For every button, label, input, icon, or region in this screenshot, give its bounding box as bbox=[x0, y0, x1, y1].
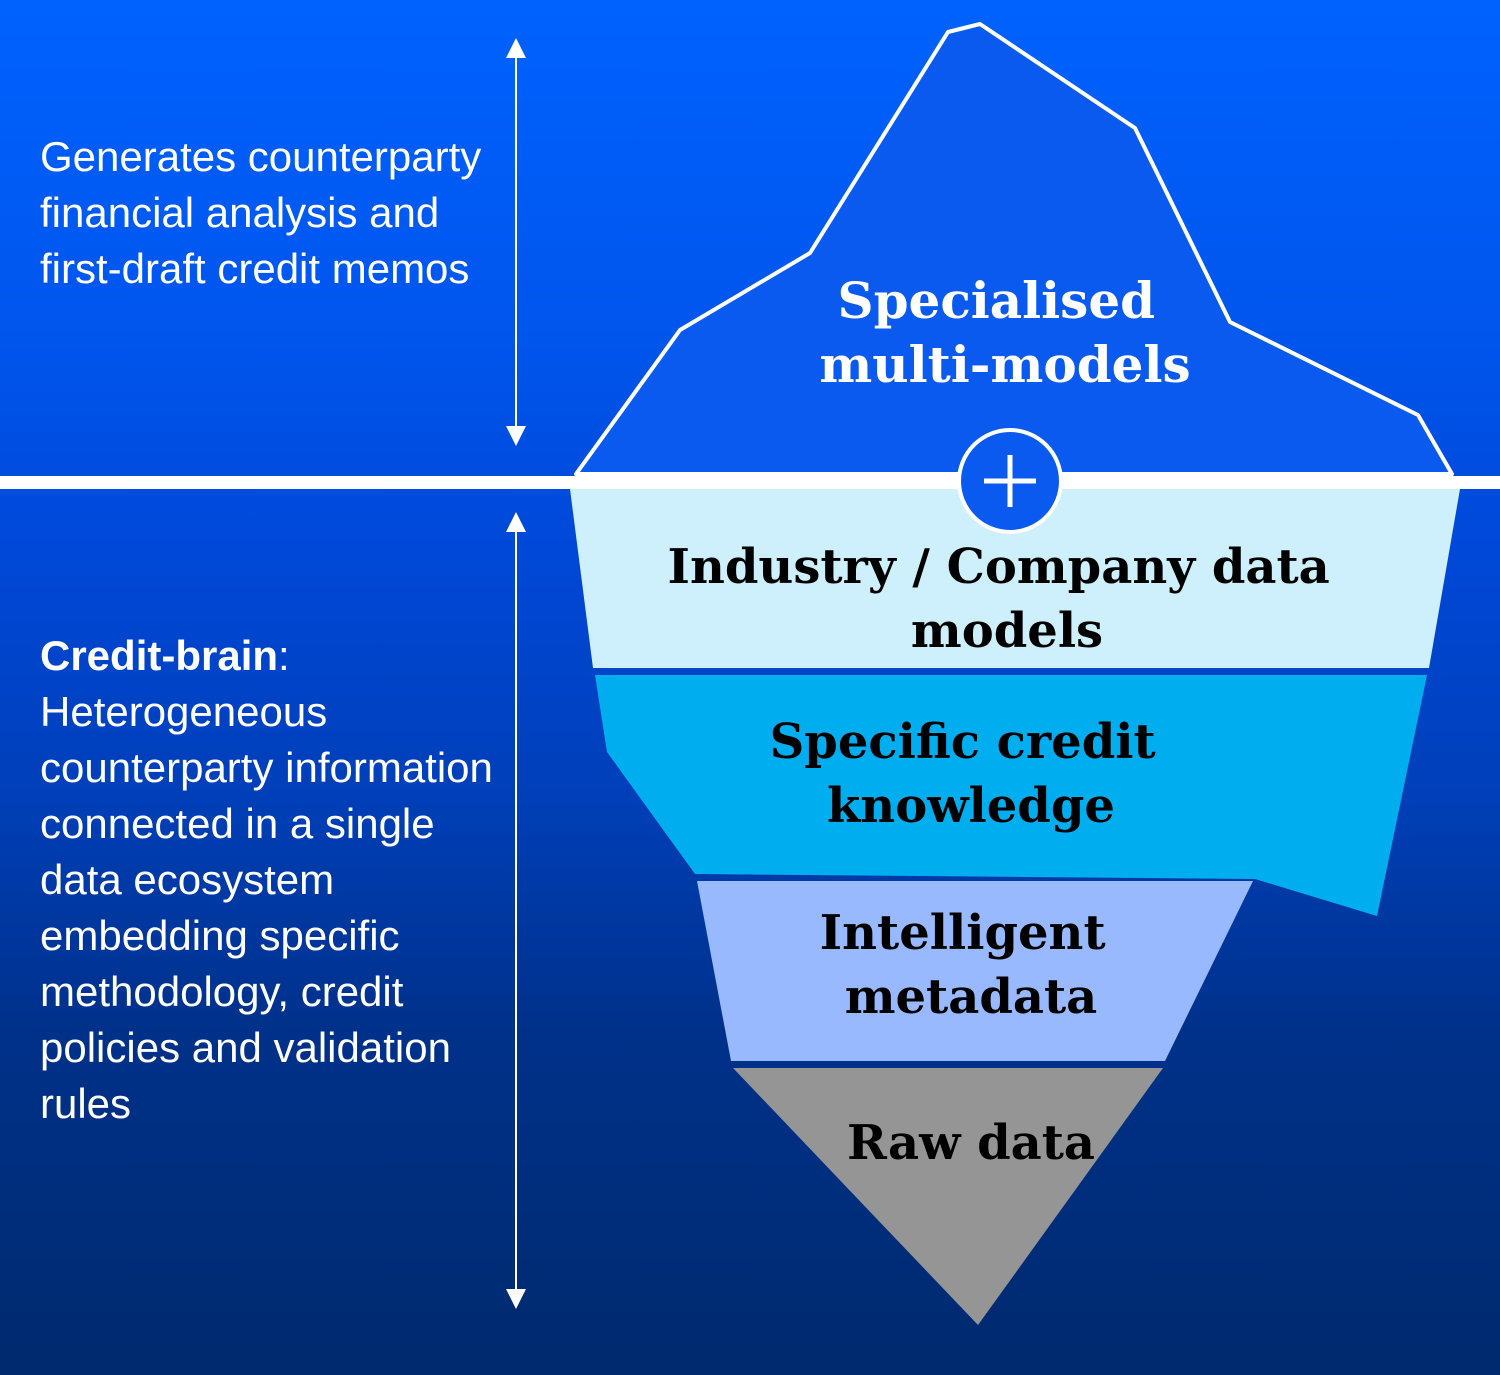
plus-icon bbox=[984, 455, 1036, 507]
layer-specific-credit bbox=[595, 675, 1427, 916]
layer-industry-label: Industry / Company data models bbox=[668, 539, 1347, 659]
tip-label-line1: Specialised bbox=[837, 271, 1155, 330]
layer-raw-label: Raw data bbox=[847, 1115, 1095, 1171]
layer-industry-label-line2: models bbox=[911, 603, 1103, 659]
above-water-description: Generates counterparty financial analysi… bbox=[40, 133, 482, 292]
credit-brain-heading: Credit-brain bbox=[40, 632, 279, 679]
arrow-down-icon bbox=[506, 426, 526, 446]
layer-raw-label-line1: Raw data bbox=[847, 1115, 1095, 1171]
waterline bbox=[0, 476, 1500, 489]
layer-credit-label-line1: Specific credit bbox=[770, 714, 1156, 770]
layer-metadata-label-line2: metadata bbox=[845, 969, 1098, 1025]
tip-label-line2: multi-models bbox=[819, 335, 1190, 394]
tip-label: Specialised multi-models bbox=[819, 271, 1190, 394]
below-water-arrow bbox=[506, 512, 526, 1309]
layer-industry-label-line1: Industry / Company data bbox=[668, 539, 1330, 595]
iceberg-tip bbox=[574, 22, 1454, 476]
junction-marker bbox=[957, 428, 1063, 534]
arrow-down-icon bbox=[506, 1289, 526, 1309]
below-water-description: Credit-brain: Heterogeneous counterparty… bbox=[40, 628, 510, 1132]
above-water-arrow bbox=[506, 38, 526, 446]
layer-credit-label: Specific credit knowledge bbox=[770, 714, 1173, 834]
heading-separator: : bbox=[278, 632, 290, 679]
credit-brain-text: Heterogeneous counterparty information c… bbox=[40, 688, 493, 1127]
layer-metadata-label-line1: Intelligent bbox=[820, 905, 1106, 961]
layer-credit-label-line2: knowledge bbox=[827, 778, 1115, 834]
arrow-up-icon bbox=[506, 38, 526, 58]
layer-industry-company bbox=[570, 489, 1460, 668]
layer-raw-data bbox=[733, 1068, 1163, 1325]
arrow-up-icon bbox=[506, 512, 526, 532]
layer-metadata-label: Intelligent metadata bbox=[820, 905, 1123, 1025]
layer-intelligent-metadata bbox=[697, 881, 1253, 1061]
